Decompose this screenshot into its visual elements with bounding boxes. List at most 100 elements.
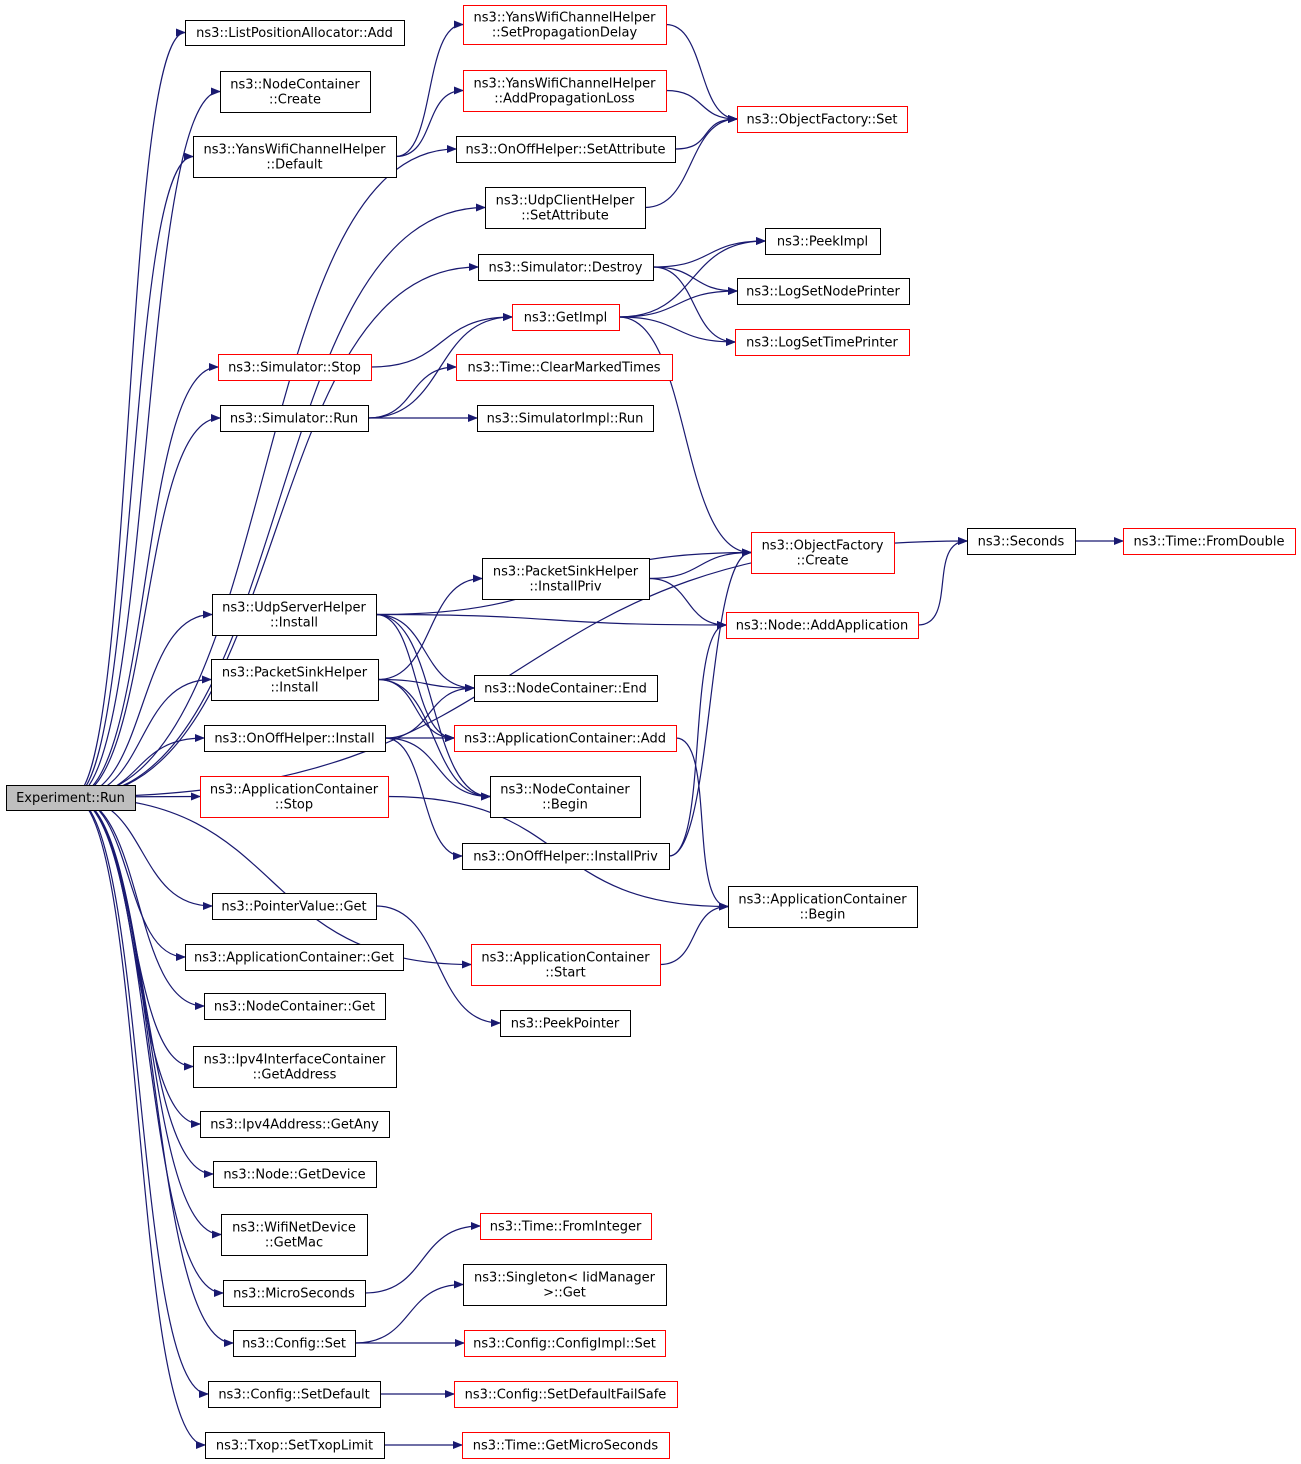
node-onoffinstall[interactable]: ns3::OnOffHelper::Install [204, 725, 386, 752]
node-udpclientsetattr[interactable]: ns3::UdpClientHelper::SetAttribute [485, 187, 646, 229]
node-box [454, 1381, 678, 1408]
node-label: ns3::WifiNetDevice [232, 1221, 356, 1236]
node-label: ns3::Txop::SetTxopLimit [216, 1439, 373, 1454]
node-box [477, 405, 654, 432]
node-acadd[interactable]: ns3::ApplicationContainer::Add [454, 725, 677, 752]
node-label: ::SetPropagationDelay [492, 26, 638, 41]
node-box [751, 532, 895, 574]
node-microseconds[interactable]: ns3::MicroSeconds [223, 1280, 366, 1307]
node-label: ::AddPropagationLoss [494, 92, 635, 107]
node-configimplset[interactable]: ns3::Config::ConfigImpl::Set [464, 1330, 666, 1357]
node-label: ::Install [270, 616, 318, 631]
node-box [213, 1161, 377, 1188]
node-acbegin[interactable]: ns3::ApplicationContainer::Begin [728, 886, 918, 928]
node-getimpl[interactable]: ns3::GetImpl [512, 304, 620, 331]
node-label: ns3::PeekPointer [511, 1017, 620, 1032]
node-onoffsetattr[interactable]: ns3::OnOffHelper::SetAttribute [456, 136, 676, 163]
node-psinstall[interactable]: ns3::PacketSinkHelper::Install [211, 659, 379, 701]
node-simrun[interactable]: ns3::Simulator::Run [220, 405, 369, 432]
node-singletonget[interactable]: ns3::Singleton< IidManager>::Get [463, 1264, 667, 1306]
node-label: ::GetMac [265, 1236, 323, 1251]
edge-simdestroy-to-peekimpl [652, 237, 766, 268]
node-acstart[interactable]: ns3::ApplicationContainer::Start [471, 944, 661, 986]
node-psinstallpriv[interactable]: ns3::PacketSinkHelper::InstallPriv [482, 558, 650, 600]
node-label: ns3::LogSetNodePrinter [746, 285, 900, 300]
edge-simrun-to-clearmarked [367, 363, 457, 419]
node-nodeaddapp[interactable]: ns3::Node::AddApplication [726, 612, 919, 639]
node-addproploss[interactable]: ns3::YansWifiChannelHelper::AddPropagati… [463, 70, 667, 112]
node-clearmarked[interactable]: ns3::Time::ClearMarkedTimes [456, 354, 673, 381]
node-box [220, 71, 371, 113]
node-box [1123, 528, 1296, 555]
node-box [728, 886, 918, 928]
node-fromdouble[interactable]: ns3::Time::FromDouble [1123, 528, 1296, 555]
edge-onoffinstall-to-ncend [384, 684, 475, 739]
edge-onoffsetattr-to-ofset [674, 115, 738, 150]
node-getmicroseconds[interactable]: ns3::Time::GetMicroSeconds [462, 1432, 670, 1459]
node-label: ::Begin [542, 798, 588, 813]
node-label: ::SetAttribute [521, 209, 609, 224]
node-ywdefault[interactable]: ns3::YansWifiChannelHelper::Default [193, 136, 397, 178]
node-acget[interactable]: ns3::ApplicationContainer::Get [185, 944, 404, 971]
node-nodegetdevice[interactable]: ns3::Node::GetDevice [213, 1161, 377, 1188]
node-label: ns3::Simulator::Stop [228, 361, 361, 376]
node-simstop[interactable]: ns3::Simulator::Stop [218, 354, 372, 381]
node-txopsetlimit[interactable]: ns3::Txop::SetTxopLimit [205, 1432, 385, 1459]
edge-ywdefault-to-addproploss [395, 86, 464, 158]
node-box [193, 1046, 397, 1088]
node-label: ns3::Singleton< IidManager [474, 1271, 656, 1286]
node-frominteger[interactable]: ns3::Time::FromInteger [480, 1213, 652, 1240]
node-label: ns3::NodeContainer [500, 783, 630, 798]
node-acstop[interactable]: ns3::ApplicationContainer::Stop [200, 776, 389, 818]
node-label: ns3::Config::Set [242, 1337, 346, 1352]
node-udpserverinstall[interactable]: ns3::UdpServerHelper::Install [212, 594, 377, 636]
node-box [967, 528, 1076, 555]
node-lognode[interactable]: ns3::LogSetNodePrinter [737, 278, 910, 305]
node-label: ns3::OnOffHelper::InstallPriv [473, 850, 658, 865]
node-box [456, 136, 676, 163]
node-pvget[interactable]: ns3::PointerValue::Get [212, 893, 377, 920]
node-onoffinstallpriv[interactable]: ns3::OnOffHelper::InstallPriv [462, 843, 670, 870]
node-box [737, 278, 910, 305]
node-box [185, 20, 405, 46]
node-ofcreate[interactable]: ns3::ObjectFactory::Create [751, 532, 895, 574]
node-ofset[interactable]: ns3::ObjectFactory::Set [737, 106, 908, 133]
node-wifigetmac[interactable]: ns3::WifiNetDevice::GetMac [221, 1214, 368, 1256]
node-ncbegin[interactable]: ns3::NodeContainer::Begin [490, 776, 641, 818]
node-label: ns3::UdpServerHelper [222, 601, 366, 616]
edge-onoffinstall-to-ncbegin [384, 737, 491, 801]
node-label: ::Stop [275, 798, 313, 813]
node-peekpointer[interactable]: ns3::PeekPointer [500, 1010, 631, 1037]
node-box [233, 1330, 356, 1357]
node-logtime[interactable]: ns3::LogSetTimePrinter [735, 329, 910, 356]
node-nccreate[interactable]: ns3::NodeContainer::Create [220, 71, 371, 113]
node-simdestroy[interactable]: ns3::Simulator::Destroy [478, 254, 654, 281]
node-ncget[interactable]: ns3::NodeContainer::Get [204, 993, 386, 1020]
edge-simstop-to-getimpl [370, 313, 513, 368]
edge-root-to-configset [71, 796, 234, 1347]
node-box [474, 675, 658, 702]
node-seconds[interactable]: ns3::Seconds [967, 528, 1076, 555]
edge-root-to-configsetdefault [71, 796, 209, 1398]
node-label: ns3::YansWifiChannelHelper [204, 143, 387, 158]
node-label: ns3::ListPositionAllocator::Add [196, 26, 393, 41]
node-box [218, 354, 372, 381]
node-ncend[interactable]: ns3::NodeContainer::End [474, 675, 658, 702]
node-root[interactable]: Experiment::Run [6, 785, 136, 811]
edge-ywdefault-to-setpropdelay [395, 20, 464, 158]
edge-pvget-to-peekpointer [375, 905, 501, 1027]
node-lpaadd[interactable]: ns3::ListPositionAllocator::Add [185, 20, 405, 46]
node-ipv4getaddr[interactable]: ns3::Ipv4InterfaceContainer::GetAddress [193, 1046, 397, 1088]
node-configsetdefault[interactable]: ns3::Config::SetDefault [208, 1381, 381, 1408]
edge-udpserverinstall-to-ncbegin [375, 613, 491, 801]
node-configsetdefaultfs[interactable]: ns3::Config::SetDefaultFailSafe [454, 1381, 678, 1408]
node-ipv4getany[interactable]: ns3::Ipv4Address::GetAny [200, 1111, 390, 1138]
node-configset[interactable]: ns3::Config::Set [233, 1330, 356, 1357]
node-label: ns3::Config::SetDefault [218, 1388, 369, 1403]
node-peekimpl[interactable]: ns3::PeekImpl [765, 228, 881, 255]
node-label: ns3::Config::SetDefaultFailSafe [465, 1388, 667, 1403]
edge-udpserverinstall-to-nodeaddapp [375, 613, 727, 629]
node-setpropdelay[interactable]: ns3::YansWifiChannelHelper::SetPropagati… [463, 5, 667, 45]
node-simimplrun[interactable]: ns3::SimulatorImpl::Run [477, 405, 654, 432]
